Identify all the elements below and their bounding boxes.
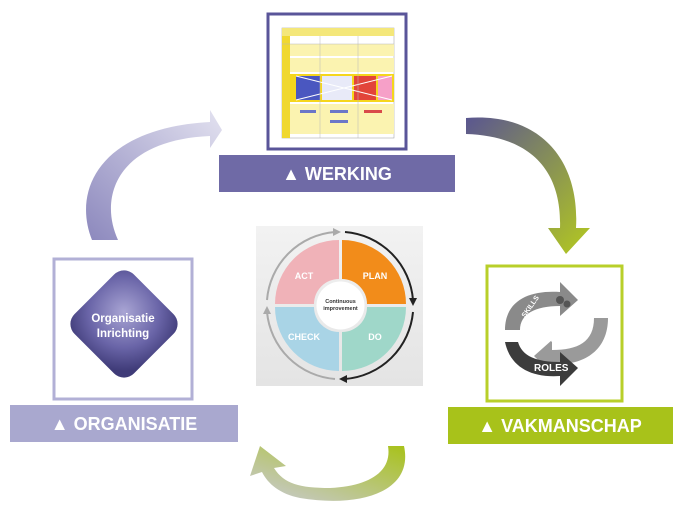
pdca-ring-arrow-act [266, 231, 336, 301]
pdca-center-circle [316, 281, 365, 330]
pdca-plan-label: PLAN [363, 271, 388, 281]
pdca-check-quadrant [275, 307, 339, 371]
pdca-cycle: ACT PLAN CHECK DO Continuous improvement [256, 226, 423, 386]
arrow-vakmanschap-to-bottom [250, 446, 406, 501]
werking-node: ▲ WERKING [219, 12, 455, 192]
organisatie-node: Organisatie Inrichting ▲ ORGANISATIE [10, 257, 238, 442]
vakmanschap-node: SKILLS PEOPLE HUMAN CAPITAL ROLES ▲ VAKM… [448, 264, 673, 444]
organisatie-badge-line1: Organisatie [91, 313, 154, 325]
human-capital-graphic: SKILLS PEOPLE HUMAN CAPITAL ROLES [496, 276, 614, 392]
vakmanschap-label: ▲ VAKMANSCHAP [478, 416, 642, 436]
pdca-ring-arrow-plan [344, 231, 414, 301]
arrow-werking-to-vakmanschap [466, 117, 590, 254]
pdca-plan-quadrant [342, 240, 406, 304]
werking-label-box [219, 155, 455, 192]
organisatie-badge-line2: Inrichting [97, 328, 149, 340]
pdca-act-quadrant [275, 240, 339, 304]
roles-word: ROLES [534, 363, 569, 374]
organisatie-label-box [10, 405, 238, 442]
werking-label: ▲ WERKING [282, 164, 392, 184]
pdca-ring-arrow-check [266, 311, 336, 380]
pdca-ring-arrow-do [344, 311, 414, 380]
pdca-center-line1: Continuous [325, 299, 356, 305]
organisatie-label: ▲ ORGANISATIE [51, 414, 198, 434]
werking-matrix-thumbnail [281, 27, 395, 139]
pdca-do-label: DO [368, 332, 382, 342]
pdca-check-label: CHECK [288, 332, 321, 342]
pdca-act-label: ACT [295, 271, 314, 281]
pdca-do-quadrant [342, 307, 406, 371]
arrow-organisatie-to-werking [86, 110, 222, 240]
vakmanschap-label-box [448, 407, 673, 444]
pdca-center-line2: improvement [323, 306, 358, 312]
organisatie-diamond [70, 270, 178, 378]
